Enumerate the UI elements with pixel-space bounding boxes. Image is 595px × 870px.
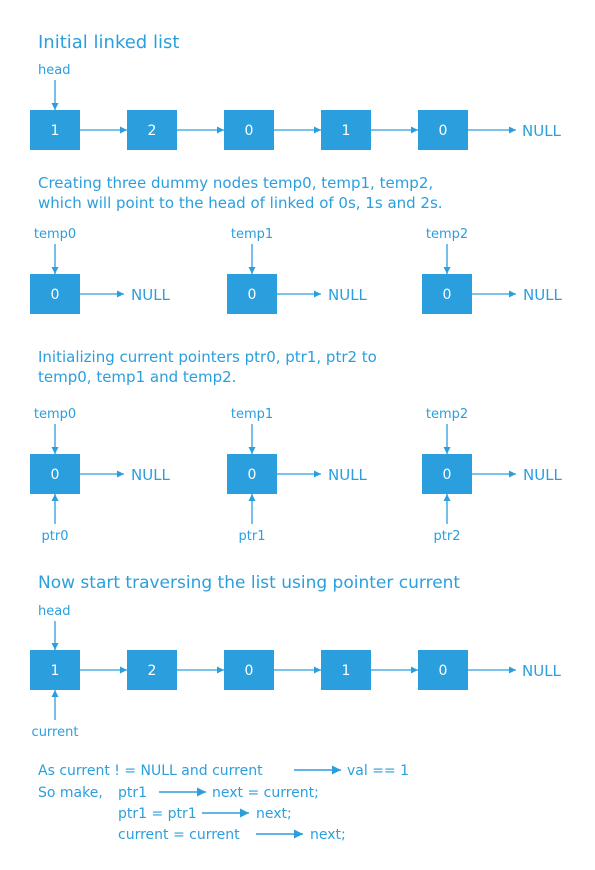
section-title: Now start traversing the list using poin… [38,573,460,593]
null-label: NULL [523,286,563,304]
temp0-label: temp0 [34,407,76,422]
temp0-label: temp0 [34,227,76,242]
dummy-node [227,454,277,494]
node-value: 0 [248,287,257,303]
node-value: 1 [342,663,351,679]
code-line: So make, [38,785,103,801]
code-line: current = current [118,827,240,843]
dummy-node [30,454,80,494]
node-value: 1 [342,123,351,139]
node-value: 0 [245,663,254,679]
node-value: 2 [148,123,157,139]
code-line: ptr1 [118,785,147,801]
current-label: current [32,725,79,740]
code-line: next; [310,827,346,843]
node-value: 0 [443,467,452,483]
node-value: 0 [51,467,60,483]
section-current-pointers: Initializing current pointers ptr0, ptr1… [30,348,563,544]
null-label: NULL [328,466,368,484]
list-node [127,110,177,150]
list-node [127,650,177,690]
description-line: temp0, temp1 and temp2. [38,368,236,386]
code-line: next; [256,806,292,822]
dummy-node [30,274,80,314]
null-label: NULL [131,286,171,304]
head-label: head [38,63,70,78]
head-label: head [38,604,70,619]
node-value: 0 [51,287,60,303]
description-line: Initializing current pointers ptr0, ptr1… [38,348,377,366]
description-line: Creating three dummy nodes temp0, temp1,… [38,174,433,192]
ptr2-label: ptr2 [434,529,461,544]
dummy-node [422,274,472,314]
node-value: 0 [443,287,452,303]
list-node [30,650,80,690]
node-value: 0 [439,663,448,679]
null-label: NULL [328,286,368,304]
list-node [418,110,468,150]
temp1-label: temp1 [231,227,273,242]
node-value: 2 [148,663,157,679]
section-title: Initial linked list [38,32,179,53]
null-label: NULL [522,662,562,680]
section-initial-list: Initial linked list head 1 2 0 1 0 NULL [30,32,562,150]
null-label: NULL [522,122,562,140]
node-value: 0 [245,123,254,139]
code-line: next = current; [212,785,319,801]
code-line: As current ! = NULL and current [38,763,263,779]
list-node [224,110,274,150]
node-value: 0 [248,467,257,483]
null-label: NULL [523,466,563,484]
dummy-node [422,454,472,494]
node-value: 0 [439,123,448,139]
code-line: ptr1 = ptr1 [118,806,197,822]
ptr1-label: ptr1 [239,529,266,544]
null-label: NULL [131,466,171,484]
list-node [418,650,468,690]
code-line: val == 1 [347,763,409,779]
section-traversal: Now start traversing the list using poin… [30,573,562,740]
temp2-label: temp2 [426,227,468,242]
code-explanation: As current ! = NULL and current val == 1… [38,763,409,843]
temp1-label: temp1 [231,407,273,422]
dummy-node [227,274,277,314]
section-dummy-nodes: Creating three dummy nodes temp0, temp1,… [30,174,563,314]
node-value: 1 [51,123,60,139]
list-node [224,650,274,690]
list-node [321,650,371,690]
description-line: which will point to the head of linked o… [38,194,443,212]
list-node [30,110,80,150]
temp2-label: temp2 [426,407,468,422]
ptr0-label: ptr0 [42,529,69,544]
list-node [321,110,371,150]
node-value: 1 [51,663,60,679]
